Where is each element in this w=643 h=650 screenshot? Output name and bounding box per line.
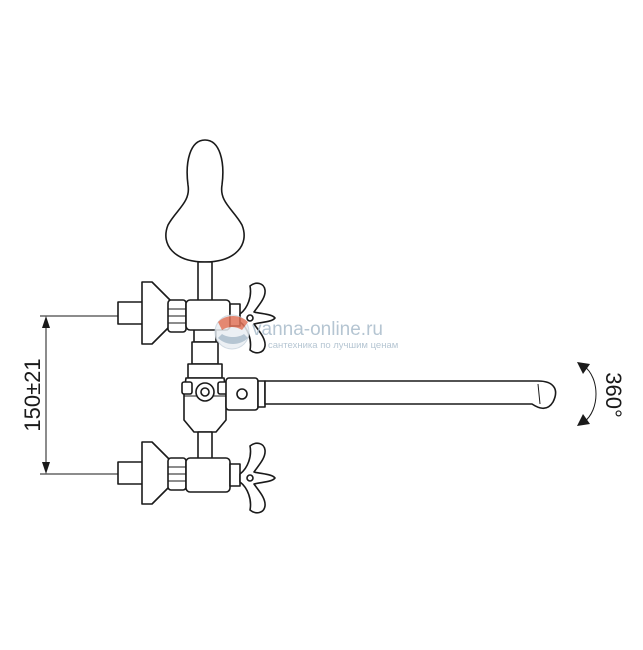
- rotation-label: 360°: [601, 372, 626, 418]
- shower-head: [165, 139, 245, 263]
- bottom-eccentric-fitting: [117, 441, 187, 505]
- watermark-tagline: сантехника по лучшим ценам: [268, 340, 398, 351]
- watermark-logo: [214, 314, 250, 350]
- bottom-valve-body: [185, 457, 241, 493]
- watermark: vanna-online.ru сантехника по лучшим цен…: [214, 314, 398, 351]
- long-spout: [264, 380, 557, 410]
- top-cross-handle: [239, 282, 276, 354]
- spout-swivel: [225, 377, 266, 411]
- top-eccentric-fitting: [117, 281, 187, 345]
- watermark-site: vanna-online.ru: [252, 319, 383, 340]
- bottom-cross-handle: [239, 442, 276, 514]
- height-dimension: 150±21: [20, 315, 118, 475]
- rotation-indicator: 360°: [577, 362, 626, 426]
- height-dimension-label: 150±21: [20, 358, 45, 431]
- mixer-body: [181, 341, 229, 471]
